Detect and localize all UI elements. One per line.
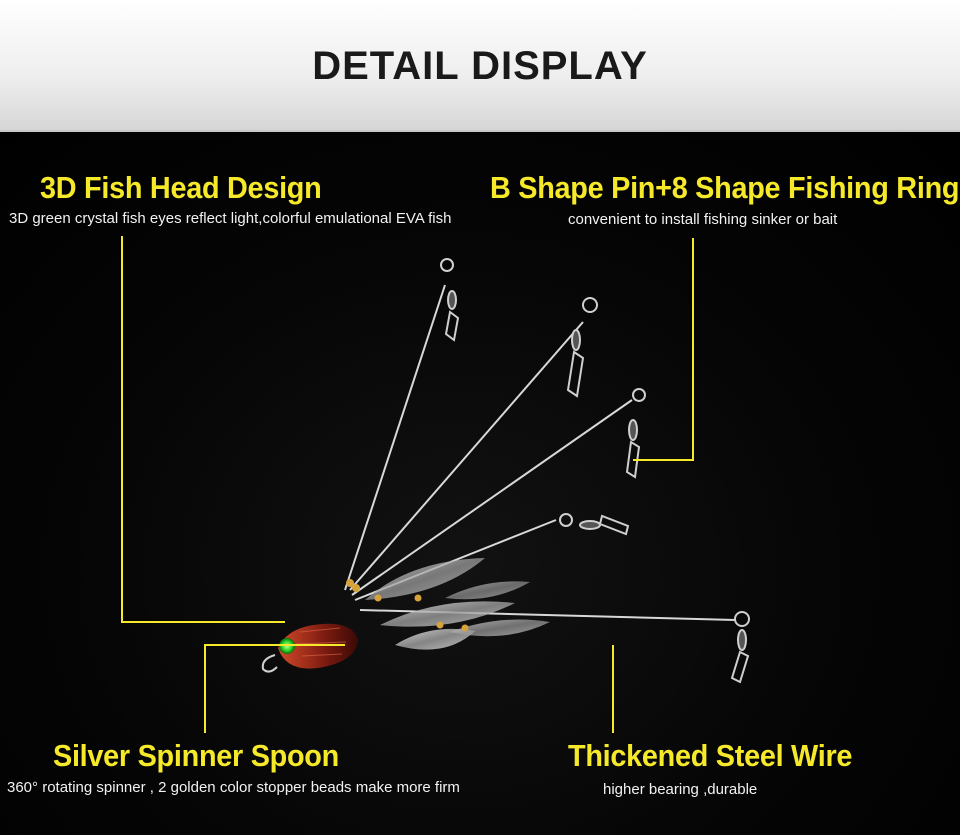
steel-wire-arms: [344, 284, 736, 621]
feature-desc-pin-ring: convenient to install fishing sinker or …: [568, 211, 838, 228]
feature-title-spinner: Silver Spinner Spoon: [53, 738, 339, 773]
page-title: DETAIL DISPLAY: [312, 44, 648, 88]
feature-title-wire: Thickened Steel Wire: [568, 738, 853, 773]
header-banner: DETAIL DISPLAY: [0, 0, 960, 132]
product-stage: [0, 132, 960, 835]
callout-line-spinner: [204, 644, 345, 733]
hook-eye-icon: [261, 654, 278, 673]
spinner-blades: [365, 558, 550, 650]
feature-desc-spinner: 360° rotating spinner , 2 golden color s…: [7, 779, 460, 796]
callout-line-pin-ring: [633, 238, 694, 461]
feature-desc-fish-head: 3D green crystal fish eyes reflect light…: [9, 210, 452, 227]
golden-stopper-beads: [346, 579, 469, 632]
feature-desc-wire: higher bearing ,durable: [603, 781, 758, 798]
feature-title-fish-head: 3D Fish Head Design: [40, 170, 322, 205]
feature-title-pin-ring: B Shape Pin+8 Shape Fishing Ring: [490, 170, 960, 205]
callout-line-fish-head: [121, 236, 285, 623]
fish-head: [261, 623, 358, 673]
snap-swivels: [440, 258, 750, 684]
callout-lines: [121, 236, 694, 733]
